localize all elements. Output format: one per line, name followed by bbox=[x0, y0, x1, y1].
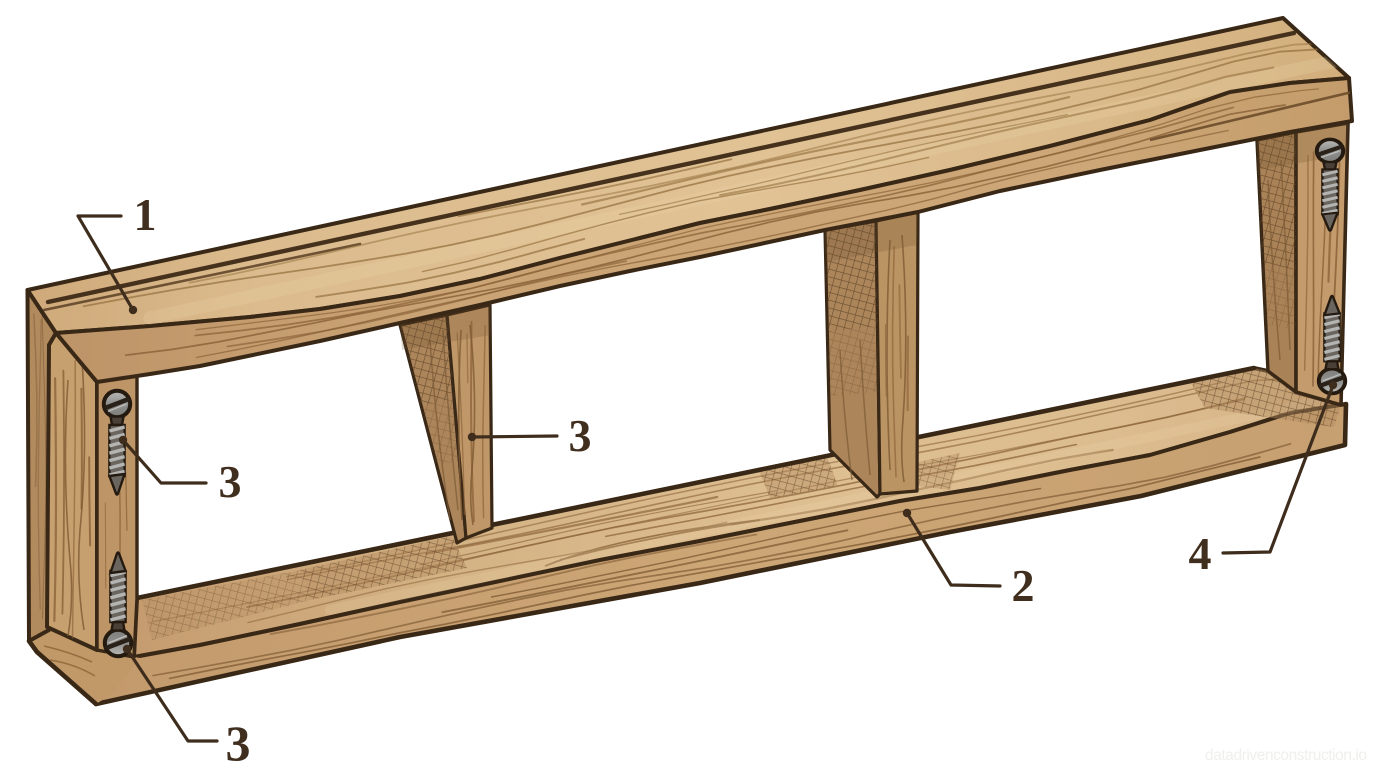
svg-text:3: 3 bbox=[219, 456, 242, 507]
svg-text:2: 2 bbox=[1012, 560, 1035, 611]
svg-text:3: 3 bbox=[569, 410, 592, 461]
svg-text:4: 4 bbox=[1189, 528, 1212, 579]
svg-text:3: 3 bbox=[226, 715, 251, 768]
svg-text:1: 1 bbox=[134, 189, 157, 240]
svg-text:datadrivenconstruction.io: datadrivenconstruction.io bbox=[1205, 747, 1367, 764]
